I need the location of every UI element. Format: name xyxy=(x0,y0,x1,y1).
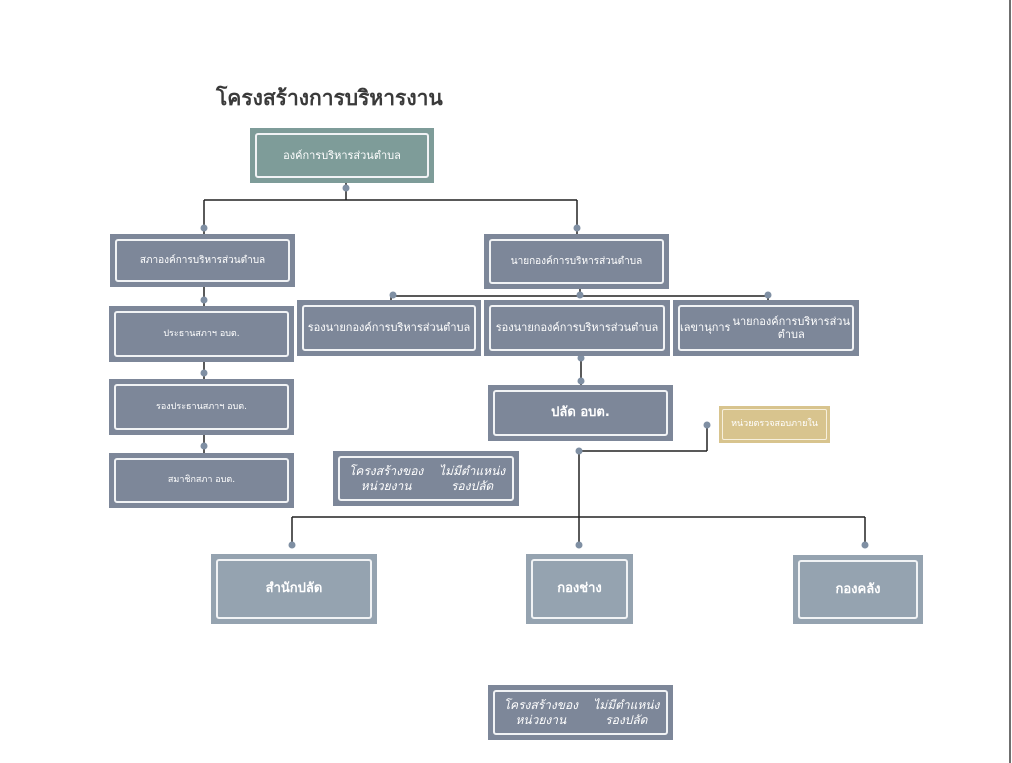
box-engineering-label: กองช่าง xyxy=(531,559,628,619)
box-internal-audit: หน่วยตรวจสอบภายใน xyxy=(719,406,830,443)
box-mayor: นายกองค์การบริหารส่วนตำบล xyxy=(484,234,669,289)
box-mayor-label: นายกองค์การบริหารส่วนตำบล xyxy=(489,239,664,284)
note-box-2-label: โครงสร้างของหน่วยงาน ไม่มีตำแหน่งรองปลัด xyxy=(493,690,668,735)
box-secretary-label: เลขานุการ นายกองค์การบริหารส่วนตำบล xyxy=(678,305,854,351)
box-deputy-mayor-1-label: รองนายกองค์การบริหารส่วนตำบล xyxy=(302,305,476,351)
box-council-chair: ประธานสภาฯ อบต. xyxy=(109,306,294,362)
connector-dot xyxy=(703,421,711,429)
connector-dot xyxy=(200,369,208,377)
box-finance: กองคลัง xyxy=(793,555,923,624)
connector-dot xyxy=(389,291,397,299)
box-office-palad: สำนักปลัด xyxy=(211,554,377,624)
box-council-vice-chair: รองประธานสภาฯ อบต. xyxy=(109,379,294,435)
box-palad: ปลัด อบต. xyxy=(488,385,673,441)
box-council-label: สภาองค์การบริหารส่วนตำบล xyxy=(115,239,290,282)
box-council-vice-chair-label: รองประธานสภาฯ อบต. xyxy=(114,384,289,430)
box-finance-label: กองคลัง xyxy=(798,560,918,619)
note-1-line1: โครงสร้างของหน่วยงาน xyxy=(348,464,424,493)
chart-title: โครงสร้างการบริหารงาน xyxy=(216,86,443,110)
connector-dot xyxy=(288,541,296,549)
connector-dot xyxy=(575,447,583,455)
box-secretary-line2: นายกองค์การบริหารส่วนตำบล xyxy=(732,314,850,341)
box-sao: องค์การบริหารส่วนตำบล xyxy=(250,128,434,183)
box-secretary-line1: เลขานุการ xyxy=(680,321,731,335)
note-box-1-label: โครงสร้างของหน่วยงาน ไม่มีตำแหน่งรองปลัด xyxy=(338,456,514,501)
connector-dot xyxy=(764,291,772,299)
connector-dot xyxy=(200,442,208,450)
connector-dot xyxy=(577,377,585,385)
note-2-line1: โครงสร้างของหน่วยงาน xyxy=(503,698,579,727)
box-engineering: กองช่าง xyxy=(526,554,633,624)
box-palad-label: ปลัด อบต. xyxy=(493,390,668,436)
note-box-1: โครงสร้างของหน่วยงาน ไม่มีตำแหน่งรองปลัด xyxy=(333,451,519,506)
connector-dot xyxy=(577,354,585,362)
page-right-border xyxy=(1009,0,1011,763)
box-deputy-mayor-2-label: รองนายกองค์การบริหารส่วนตำบล xyxy=(489,305,665,351)
note-1-line2: ไม่มีตำแหน่งรองปลัด xyxy=(439,464,506,493)
box-council: สภาองค์การบริหารส่วนตำบล xyxy=(110,234,295,287)
connector-dot xyxy=(861,541,869,549)
box-deputy-mayor-2: รองนายกองค์การบริหารส่วนตำบล xyxy=(484,300,670,356)
box-council-chair-label: ประธานสภาฯ อบต. xyxy=(114,311,289,357)
box-secretary: เลขานุการ นายกองค์การบริหารส่วนตำบล xyxy=(673,300,859,356)
note-box-2: โครงสร้างของหน่วยงาน ไม่มีตำแหน่งรองปลัด xyxy=(488,685,673,740)
connector-dot xyxy=(576,291,584,299)
note-2-line2: ไม่มีตำแหน่งรองปลัด xyxy=(593,698,660,727)
box-deputy-mayor-1: รองนายกองค์การบริหารส่วนตำบล xyxy=(297,300,481,356)
connector-dot xyxy=(573,224,581,232)
connector-dot xyxy=(342,184,350,192)
connector-dot xyxy=(200,224,208,232)
box-council-member-label: สมาชิกสภา อบต. xyxy=(114,458,289,503)
box-sao-label: องค์การบริหารส่วนตำบล xyxy=(255,133,429,178)
connector-dot xyxy=(575,541,583,549)
connector-dot xyxy=(200,296,208,304)
box-internal-audit-label: หน่วยตรวจสอบภายใน xyxy=(722,409,827,440)
box-office-palad-label: สำนักปลัด xyxy=(216,559,372,619)
box-council-member: สมาชิกสภา อบต. xyxy=(109,453,294,508)
